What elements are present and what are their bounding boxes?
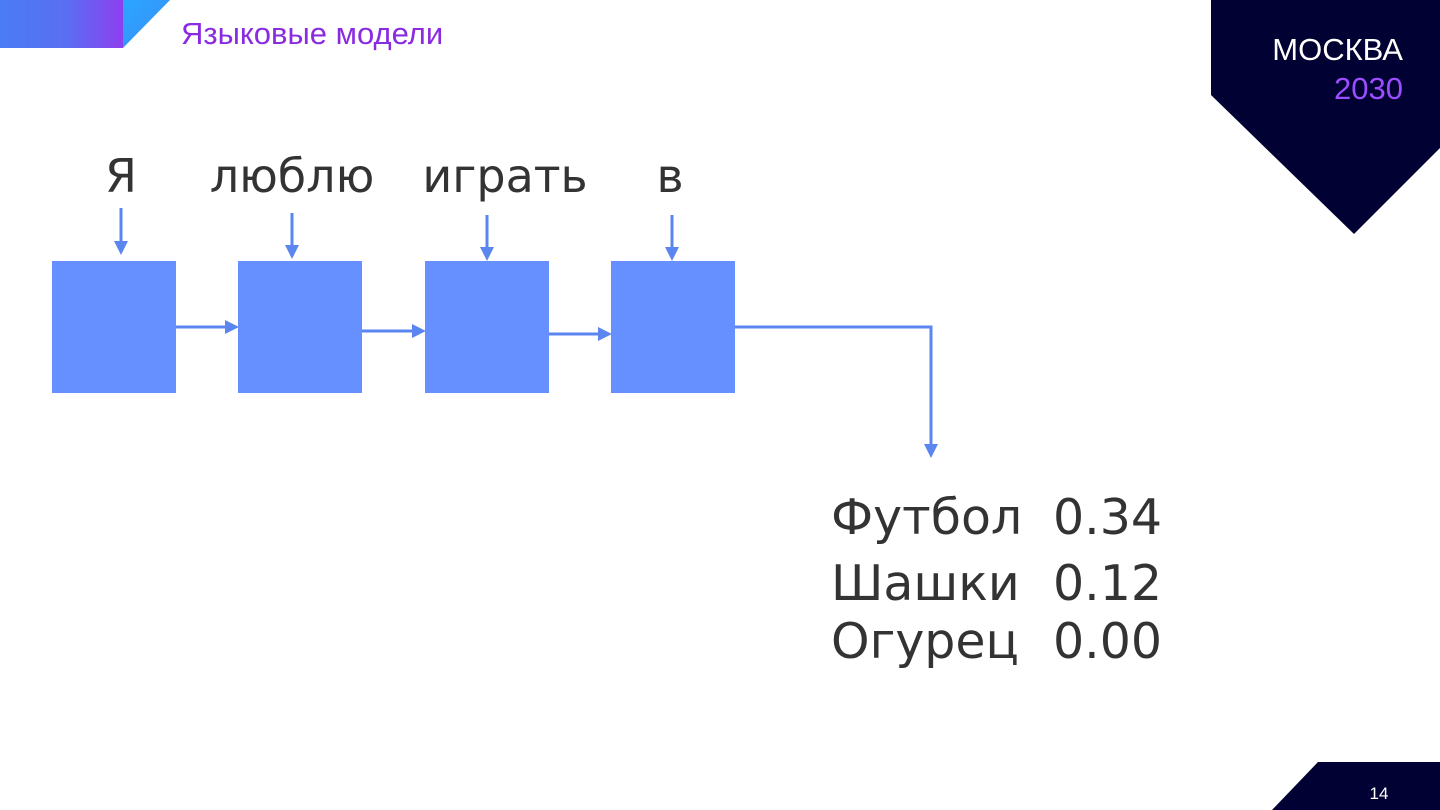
input-word: люблю bbox=[209, 149, 375, 203]
arrow-head bbox=[598, 327, 612, 341]
recurrent-arrows bbox=[176, 320, 612, 341]
rnn-cell-box bbox=[611, 261, 735, 393]
arrow-head bbox=[285, 245, 299, 259]
corner-accent-cap bbox=[123, 0, 170, 48]
arrow-head bbox=[480, 247, 494, 261]
logo-badge-shape bbox=[1211, 0, 1440, 234]
prediction-label: Огурец bbox=[831, 613, 1019, 670]
arrow-head bbox=[225, 320, 239, 334]
logo-text-city: МОСКВА bbox=[1272, 32, 1403, 67]
prediction-label: Шашки bbox=[831, 555, 1020, 612]
logo-text-year: 2030 bbox=[1334, 71, 1403, 106]
arrow-head bbox=[665, 247, 679, 261]
output-connector bbox=[735, 325, 933, 445]
rnn-cell-box bbox=[238, 261, 362, 393]
prediction-probability: 0.34 bbox=[1053, 489, 1163, 546]
rnn-cell-box bbox=[425, 261, 549, 393]
corner-accent-shape bbox=[0, 0, 123, 48]
page-number-tab bbox=[1272, 762, 1440, 810]
input-word: Я bbox=[105, 149, 137, 203]
prediction-probability: 0.00 bbox=[1053, 613, 1163, 670]
input-arrows bbox=[114, 208, 679, 261]
prediction-probability: 0.12 bbox=[1053, 555, 1163, 612]
arrow-head bbox=[924, 444, 938, 458]
input-word: в bbox=[656, 149, 684, 203]
rnn-cell-box bbox=[52, 261, 176, 393]
output-arrow bbox=[735, 325, 938, 458]
input-word: играть bbox=[422, 149, 588, 203]
arrow-head bbox=[412, 324, 426, 338]
page-number: 14 bbox=[1369, 784, 1389, 803]
arrow-head bbox=[114, 241, 128, 255]
slide-title: Языковые модели bbox=[181, 16, 444, 51]
prediction-label: Футбол bbox=[831, 489, 1023, 546]
